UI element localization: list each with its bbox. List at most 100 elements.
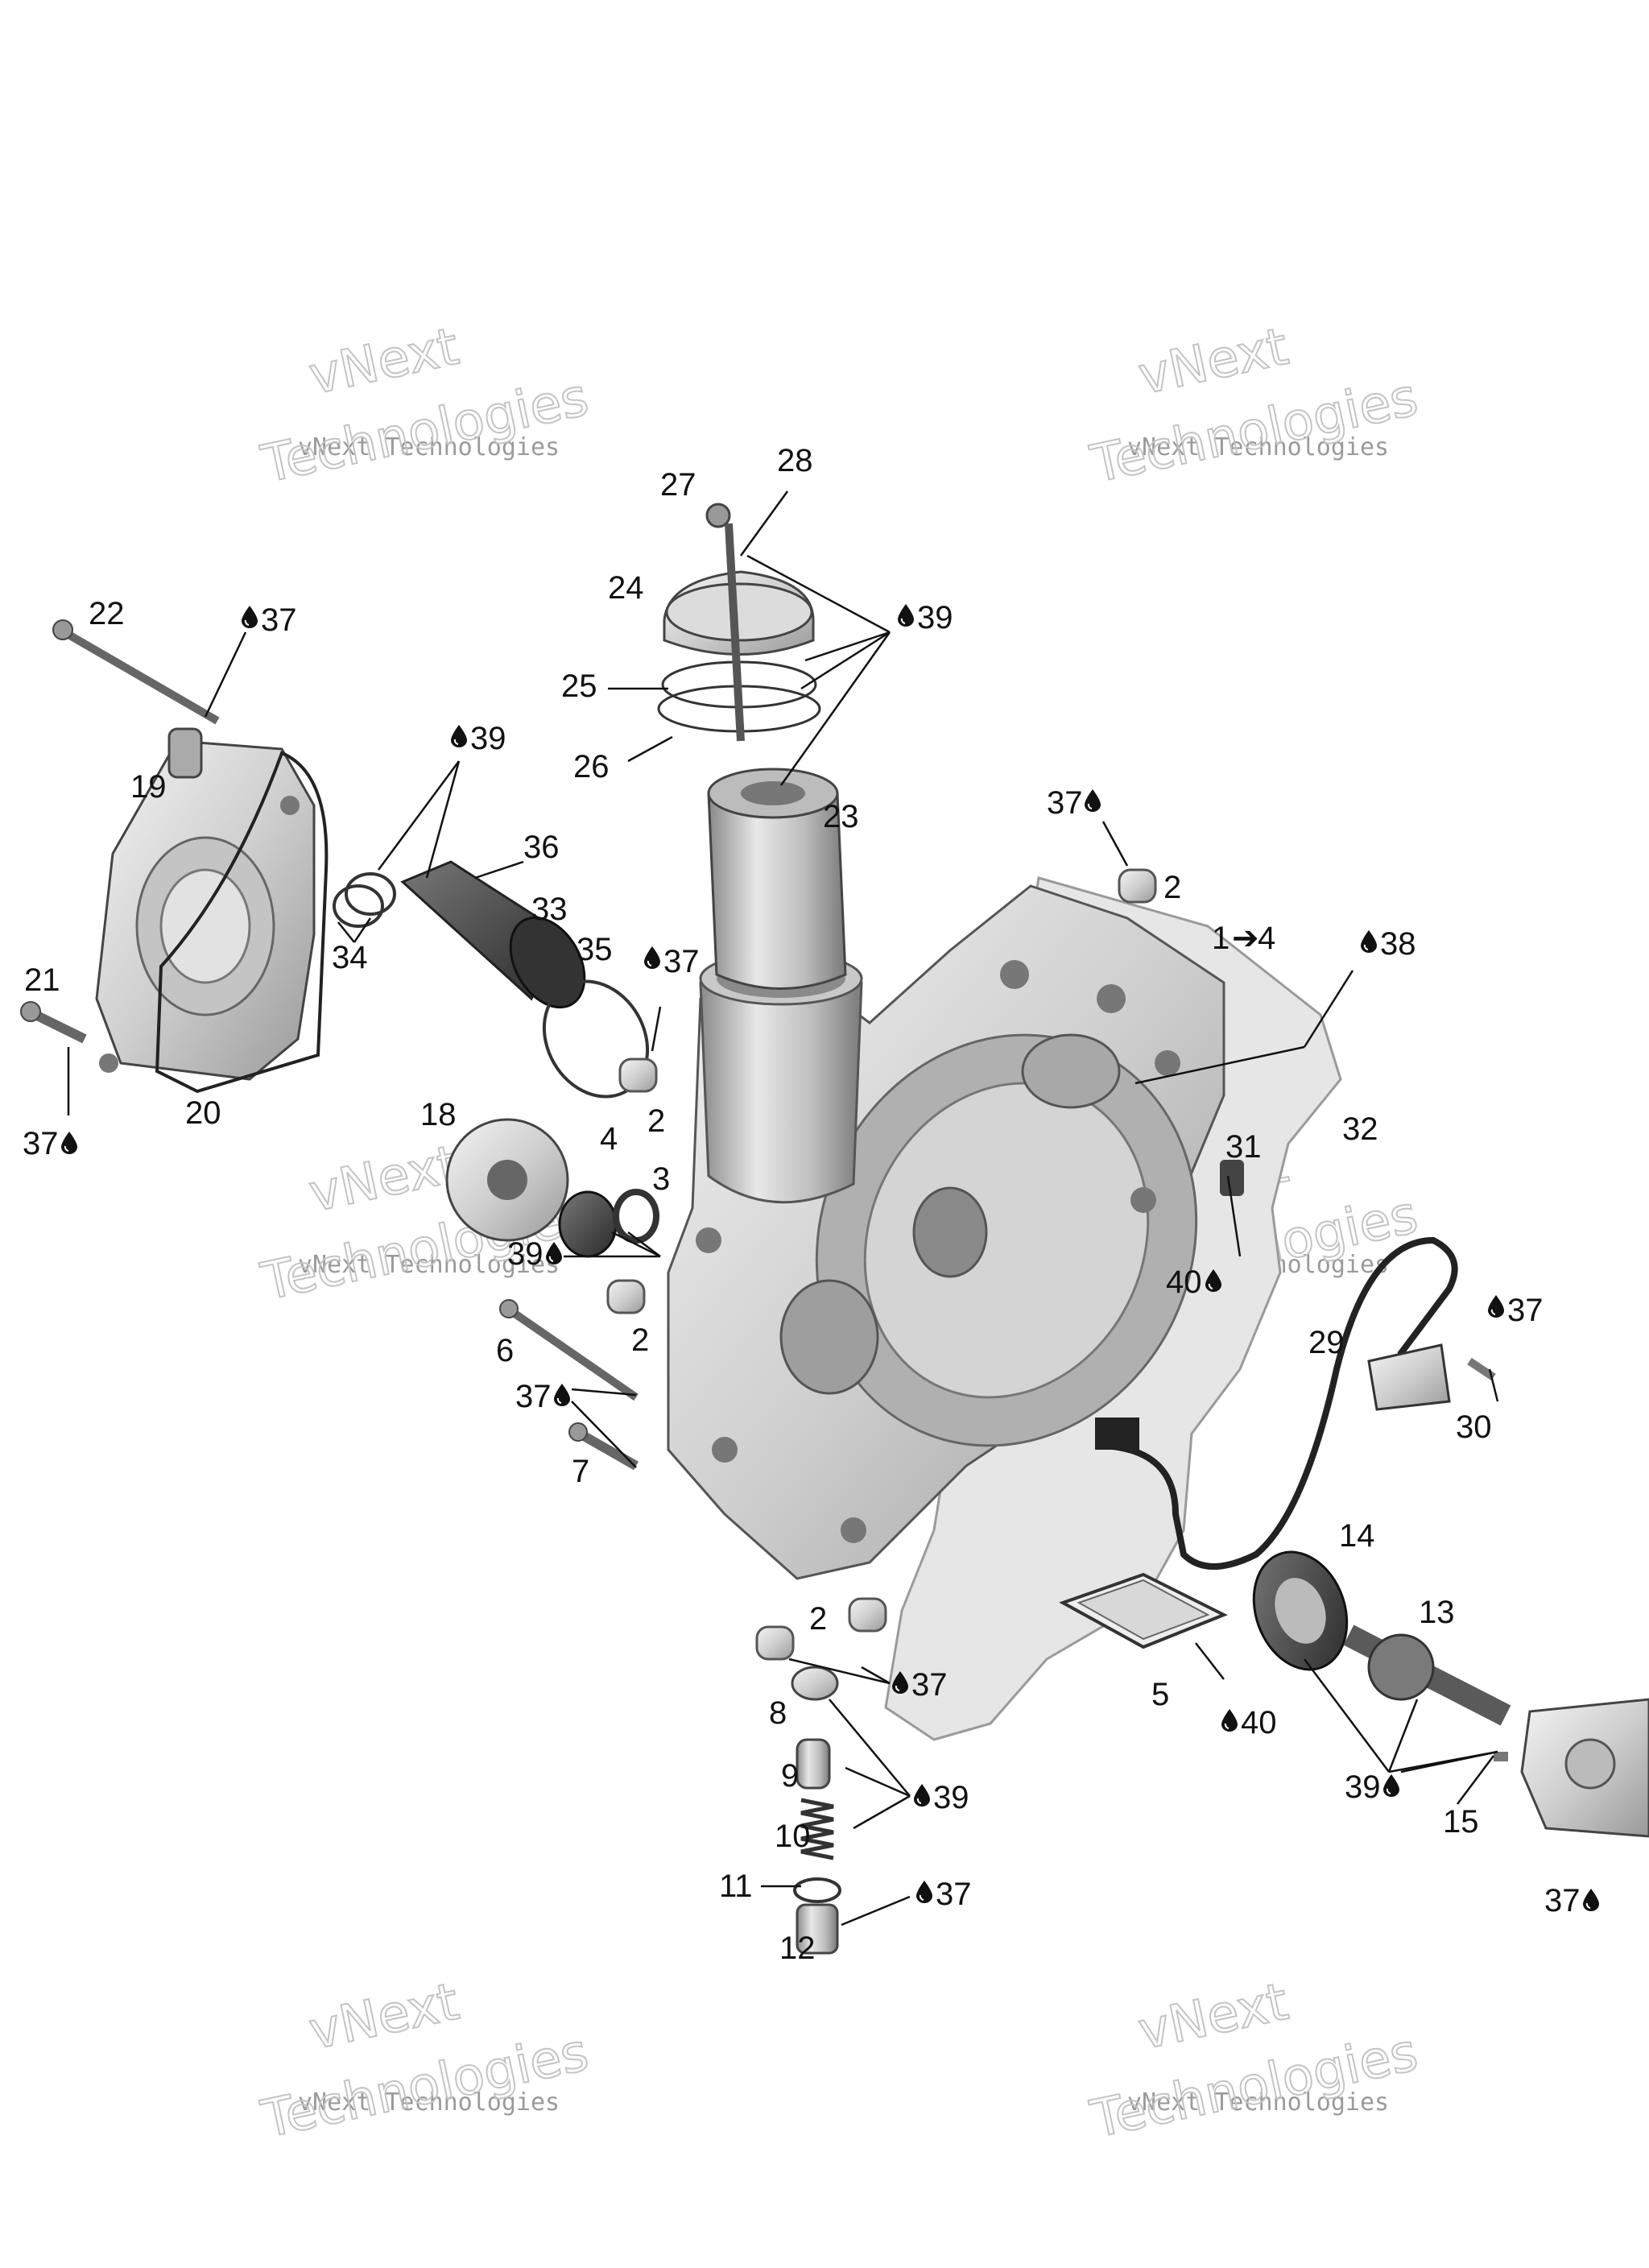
oil-filter — [707, 768, 847, 990]
watermark-line2: vNext Technologies — [1127, 433, 1389, 461]
callout-6: 6 — [496, 1333, 514, 1368]
svg-text:37: 37 — [1507, 1293, 1544, 1328]
oil-drop-icon — [898, 604, 914, 627]
callout-29: 29 — [1308, 1325, 1345, 1360]
callout-19: 19 — [130, 769, 167, 805]
callout-22: 22 — [89, 596, 125, 631]
svg-text:39: 39 — [933, 1780, 969, 1815]
bushing-bottom-a — [848, 1597, 887, 1633]
lubricant-labels: 37 39 39 37 37 38 37 39 — [23, 600, 1599, 1918]
svg-text:37: 37 — [261, 602, 297, 638]
svg-text:37: 37 — [911, 1667, 948, 1703]
oil-drop-icon — [1221, 1709, 1238, 1732]
watermark-line3: Technologies — [1085, 368, 1423, 495]
oil-drop-icon — [1583, 1889, 1599, 1911]
speed-sensor — [1367, 1343, 1451, 1411]
callout-10: 10 — [775, 1819, 811, 1854]
housing-gasket — [155, 751, 329, 1094]
svg-text:39: 39 — [917, 600, 953, 635]
watermark-line3: Technologies — [1085, 2023, 1423, 2150]
lube-37-bolt-6: 37 — [515, 1379, 570, 1414]
callout-1: 1 — [1212, 921, 1230, 956]
svg-text:39: 39 — [507, 1236, 543, 1272]
callout-25: 25 — [561, 668, 597, 704]
svg-text:37: 37 — [1047, 785, 1083, 821]
callout-labels: 28 27 24 25 26 23 22 19 21 20 36 33 34 3… — [24, 443, 1492, 1966]
crankcase-cover — [667, 884, 1225, 1580]
pressure-relief-valve-stack — [791, 1666, 841, 1955]
callout-20: 20 — [185, 1095, 221, 1131]
callout-21: 21 — [24, 962, 60, 998]
lube-37-left: 37 — [23, 1126, 77, 1161]
valve-spring — [800, 1798, 834, 1860]
oil-drop-icon — [1361, 930, 1377, 953]
bushing-left — [618, 1057, 658, 1093]
callout-2-top-right: 2 — [1163, 870, 1181, 905]
oil-drop-icon — [242, 606, 258, 628]
callout-range-1-4: 1 ➔ 4 — [1212, 921, 1275, 956]
lube-37-bushing-left: 37 — [644, 944, 700, 979]
short-bolt-7 — [568, 1422, 639, 1471]
coolant-hose — [333, 860, 650, 1099]
svg-text:37: 37 — [936, 1877, 972, 1912]
callout-27: 27 — [660, 467, 696, 503]
watermark-bottom-right: vNext vNext Technologies Technologies — [1085, 1972, 1424, 2151]
bushing-top-right — [1118, 868, 1157, 904]
callout-28: 28 — [777, 443, 813, 478]
callout-5: 5 — [1151, 1677, 1169, 1712]
watermark-top-right: vNext vNext Technologies Technologies — [1085, 317, 1424, 496]
lube-38: 38 — [1361, 926, 1416, 962]
watermark-line1: vNext — [1134, 1972, 1293, 2062]
callout-36: 36 — [523, 830, 560, 865]
watermark-bottom-left: vNext vNext Technologies Technologies — [255, 1972, 594, 2151]
callout-3: 3 — [652, 1161, 670, 1197]
lube-40-strainer: 40 — [1221, 1705, 1277, 1740]
callout-8: 8 — [769, 1695, 787, 1731]
callout-4: 4 — [600, 1121, 618, 1157]
callout-2-bottom: 2 — [809, 1601, 827, 1637]
long-bolt-6 — [499, 1299, 639, 1401]
lube-39-valve: 39 — [914, 1780, 969, 1815]
callout-11: 11 — [719, 1869, 753, 1904]
sensor-connector — [1095, 1418, 1139, 1450]
oil-drop-icon — [916, 1881, 932, 1903]
oil-drop-icon — [61, 1132, 77, 1154]
watermark-line2: vNext Technologies — [298, 433, 560, 461]
svg-text:37: 37 — [663, 944, 700, 979]
callout-32: 32 — [1342, 1111, 1378, 1147]
sensor-29 — [1220, 1160, 1244, 1196]
oil-drop-icon — [1085, 789, 1101, 812]
callout-12: 12 — [779, 1931, 816, 1966]
oil-drop-icon — [554, 1384, 570, 1406]
watermark-line3: Technologies — [256, 368, 593, 495]
callout-24: 24 — [608, 570, 644, 606]
water-pump-housing — [95, 727, 329, 1094]
lube-37-top-left: 37 — [242, 602, 297, 638]
oil-drop-icon — [451, 725, 467, 747]
watermark-line2: vNext Technologies — [298, 2088, 560, 2117]
lube-37-pump-cover: 37 — [1544, 1883, 1599, 1918]
oil-filter-cap — [657, 503, 821, 742]
lube-39-hose: 39 — [451, 721, 506, 756]
pump-pin — [1494, 1752, 1508, 1761]
callout-15: 15 — [1443, 1804, 1479, 1840]
lube-37-sensor-bolt: 37 — [1488, 1293, 1544, 1328]
oil-drop-icon — [1488, 1295, 1504, 1318]
pump-inner-rotor — [1367, 1633, 1435, 1701]
callout-26: 26 — [573, 749, 610, 784]
svg-text:38: 38 — [1380, 926, 1416, 962]
watermark-line1: vNext — [304, 317, 464, 407]
oil-strainer — [1059, 1572, 1228, 1649]
seal-part-3 — [613, 1189, 659, 1244]
hose-clamp-small — [345, 872, 396, 916]
right-arrow-icon: ➔ — [1232, 921, 1259, 956]
svg-text:40: 40 — [1166, 1264, 1202, 1300]
watermark-line1: vNext — [304, 1135, 464, 1224]
svg-text:37: 37 — [515, 1379, 552, 1414]
bushing-bottom-b — [755, 1625, 795, 1661]
watermark-line1: vNext — [304, 1972, 464, 2062]
short-bolt-left — [20, 1001, 87, 1044]
callout-23: 23 — [823, 799, 859, 834]
watermark-line2: vNext Technologies — [298, 1251, 560, 1279]
